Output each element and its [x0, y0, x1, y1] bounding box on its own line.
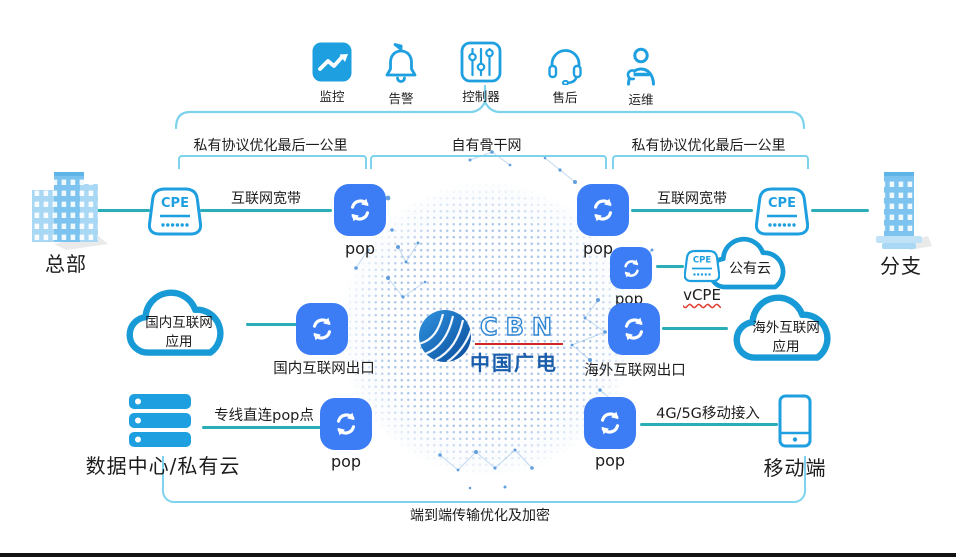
- public-cloud-label: 公有云: [729, 261, 771, 277]
- cpe-icon: CPE: [755, 187, 809, 236]
- pop-label: pop: [582, 239, 614, 258]
- link-pop-vcpe: [656, 265, 684, 268]
- overseas-exit-label: 海外互联网出口: [584, 363, 686, 379]
- link-cpe-pop-left: [200, 209, 332, 212]
- link-label-broadband-right: 互联网宽带: [657, 191, 727, 207]
- overseas-cloud-label-line1: 海外互联网: [752, 320, 820, 336]
- header-item-controller: 控制器: [453, 40, 509, 105]
- link-hq-cpe: [94, 209, 150, 212]
- mobile-label: 移动端: [763, 456, 827, 480]
- domestic-internet-cloud: [120, 282, 238, 368]
- header-item-alerts: 告警: [373, 42, 429, 107]
- pop-node-right: [577, 184, 629, 236]
- monitor-chart-icon: [312, 42, 352, 82]
- header-item-ops: 运维: [613, 43, 669, 108]
- link-pop-cpe-right: [631, 209, 753, 212]
- sync-arrows-icon: [312, 317, 332, 341]
- ops-wrench-person-icon: [626, 47, 655, 86]
- pop-node-left: [334, 184, 386, 236]
- pop-node-bottom-right: [584, 397, 636, 449]
- brand-name-cn: 中国广电: [470, 351, 558, 375]
- cpe-text: CPE: [693, 256, 711, 266]
- cloud-icon: [126, 289, 224, 356]
- link-label-leased-line: 专线直连pop点: [214, 408, 314, 424]
- pop-node-domestic-exit: [296, 303, 348, 355]
- header-label: 监控: [319, 89, 345, 104]
- mobile-phone-icon: [777, 394, 813, 448]
- sync-arrows-icon: [593, 198, 613, 222]
- link-pop-mobile: [640, 423, 778, 426]
- header-item-monitoring: 监控: [304, 40, 360, 105]
- pop-node-public-cloud: [610, 247, 652, 289]
- link-domestic-cloud-pop: [246, 323, 312, 326]
- section-bracket-right: [612, 155, 809, 169]
- domestic-exit-label: 国内互联网出口: [273, 361, 375, 377]
- section-label-last-mile-left: 私有协议优化最后一公里: [193, 138, 348, 154]
- bottom-black-bar: [0, 553, 956, 557]
- brand-red-underline: [475, 343, 563, 345]
- vcpe-icon: CPE: [684, 249, 720, 283]
- link-label-mobile-access: 4G/5G移动接入: [656, 406, 760, 422]
- controller-brace: [174, 84, 806, 130]
- alarm-bell-icon: [385, 43, 417, 83]
- header-label: 告警: [388, 91, 414, 106]
- section-label-backbone: 自有骨干网: [451, 138, 522, 154]
- cpe-text: CPE: [768, 196, 796, 211]
- sync-arrows-icon: [600, 411, 620, 435]
- datacenter-server-icon: [128, 394, 192, 448]
- overseas-internet-cloud: [727, 287, 845, 373]
- header-label: 运维: [628, 92, 654, 107]
- overseas-cloud-label-line2: 应用: [772, 339, 800, 355]
- bottom-bracket: [162, 456, 806, 503]
- bottom-note: 端到端传输优化及加密: [410, 508, 550, 524]
- branch-building-icon: [870, 168, 932, 252]
- domestic-cloud-label-line1: 国内互联网: [145, 315, 213, 331]
- link-datacenter-pop: [202, 426, 332, 429]
- cbn-wordmark: CBN: [479, 312, 560, 341]
- header-label: 控制器: [462, 89, 500, 104]
- vcpe-device: CPE: [684, 249, 720, 283]
- link-pop-overseas-cloud: [662, 327, 728, 330]
- cpe-left-device: CPE: [148, 186, 202, 238]
- cbn-logo-sphere-icon: [417, 308, 473, 364]
- cloud-icon: [733, 294, 831, 361]
- cpe-right-device: CPE: [755, 186, 809, 238]
- section-bracket-center: [370, 155, 607, 169]
- sync-arrows-icon: [350, 198, 370, 222]
- cbn-wordmark-text: CBN: [480, 313, 560, 341]
- controller-sliders-icon: [460, 41, 502, 83]
- header-label: 售后: [552, 90, 578, 105]
- after-sales-headset-icon: [548, 49, 582, 85]
- vcpe-label: vCPE: [683, 286, 721, 304]
- pop-label: pop: [594, 451, 626, 470]
- header-item-after-sales: 售后: [537, 41, 593, 106]
- cpe-text: CPE: [161, 196, 189, 211]
- hq-label: 总部: [45, 252, 87, 276]
- cpe-icon: CPE: [148, 187, 202, 236]
- pop-node-overseas-exit: [608, 303, 660, 355]
- link-label-broadband-left: 互联网宽带: [231, 191, 301, 207]
- link-cpe-branch: [811, 209, 869, 212]
- datacenter-label: 数据中心/私有云: [85, 454, 241, 478]
- branch-label: 分支: [880, 254, 922, 278]
- pop-label: pop: [330, 452, 362, 471]
- section-label-last-mile-right: 私有协议优化最后一公里: [631, 138, 786, 154]
- pop-node-bottom-left: [320, 398, 372, 450]
- hq-buildings-icon: [24, 166, 108, 250]
- sync-arrows-icon: [624, 317, 644, 341]
- domestic-cloud-label-line2: 应用: [165, 334, 193, 350]
- sync-arrows-icon: [336, 412, 356, 436]
- section-bracket-left: [178, 155, 367, 169]
- pop-label: pop: [344, 239, 376, 258]
- sync-arrows-icon: [623, 259, 639, 277]
